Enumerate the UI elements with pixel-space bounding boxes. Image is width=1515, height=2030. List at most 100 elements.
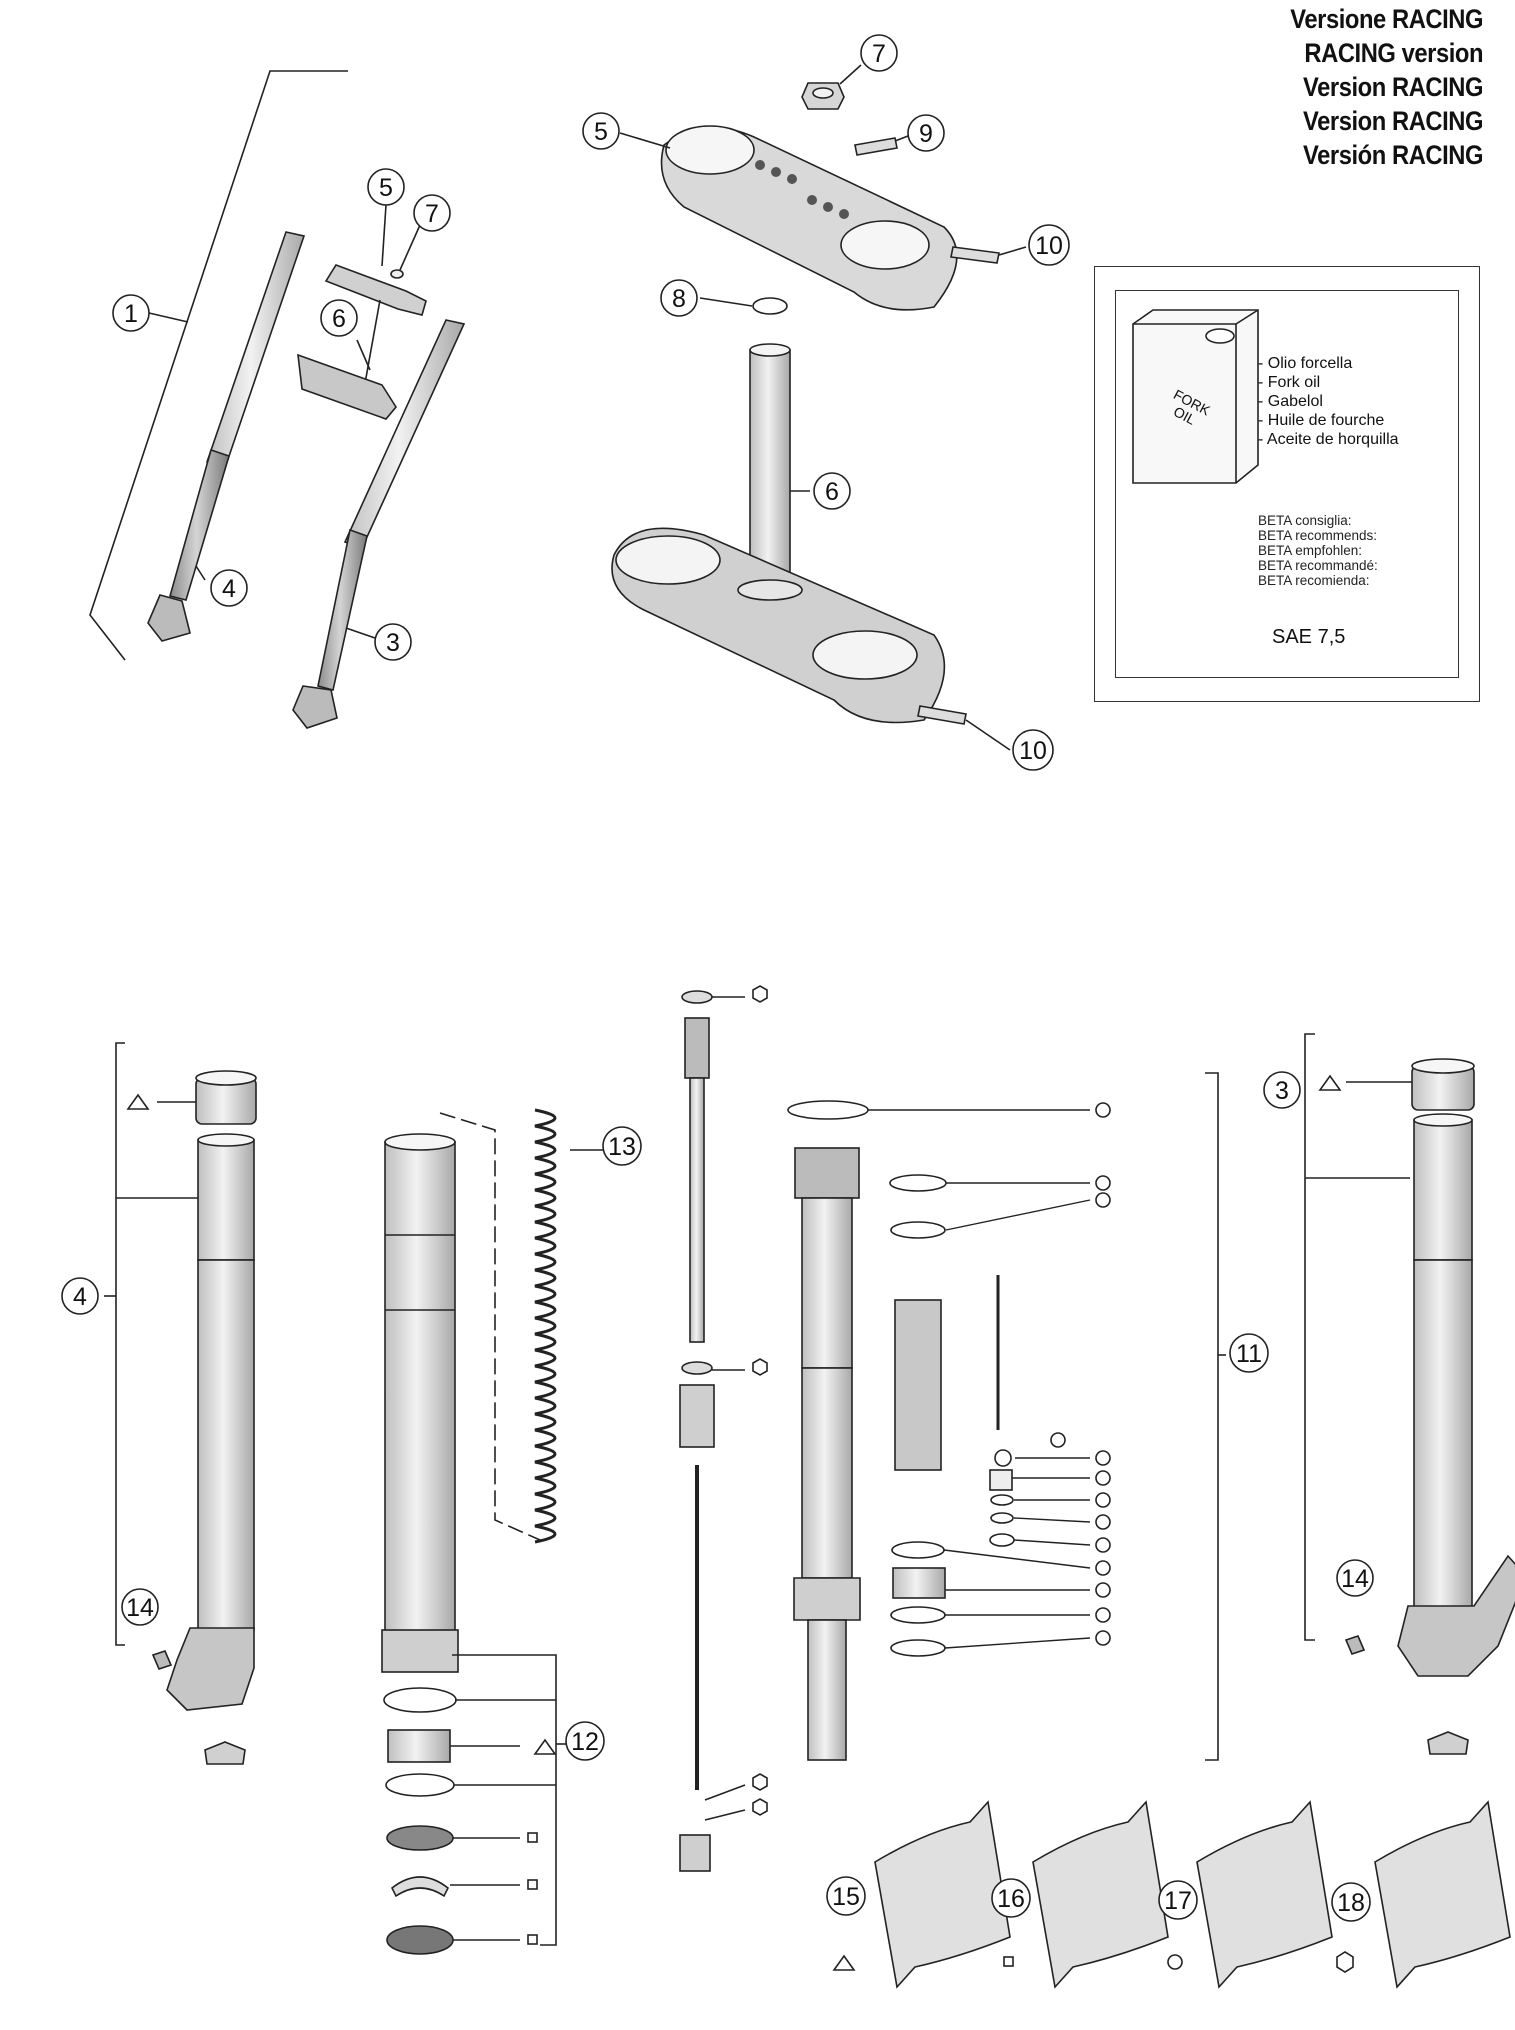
triangle-marker-3 <box>1318 1074 1342 1091</box>
callout-3-small: 3 <box>374 623 412 661</box>
seal-12 <box>386 1825 454 1851</box>
outer-tube <box>384 1141 456 1653</box>
hex-marker-18 <box>1336 1951 1354 1973</box>
ring-c <box>994 1449 1012 1467</box>
ring-e <box>890 1606 946 1624</box>
oil-name-es: - Aceite de horquilla <box>1258 431 1399 448</box>
svg-text:6: 6 <box>825 478 839 506</box>
hex-markers-damper <box>752 985 768 1816</box>
callout-6: 6 <box>813 472 851 510</box>
oil-can-cap <box>1205 328 1235 344</box>
callout-13: 13 <box>602 1126 642 1166</box>
leader-9 <box>894 135 909 142</box>
circle-marker-17 <box>1167 1954 1183 1970</box>
upper-clamp-bore-right <box>840 220 930 270</box>
damper-valve-stack <box>894 1299 942 1471</box>
callout-7-small: 7 <box>413 194 451 232</box>
version-de: Version RACING <box>1302 72 1483 102</box>
leader-10a <box>998 246 1027 256</box>
stem-top <box>749 343 791 357</box>
svg-text:5: 5 <box>594 118 608 146</box>
square-marker-b <box>527 1879 538 1890</box>
svg-text:15: 15 <box>832 1883 860 1911</box>
oil-name-en: - Fork oil <box>1258 374 1321 391</box>
clip-ring <box>383 1687 457 1713</box>
foot-nut-right <box>1427 1731 1469 1755</box>
damper-piston <box>679 1384 715 1448</box>
oil-can-label: FORK OIL <box>1170 386 1213 428</box>
leader-3a <box>345 627 376 639</box>
square-marker-a <box>527 1832 538 1843</box>
callout-17: 17 <box>1158 1880 1198 1920</box>
oil-name-fr: - Huile de fourche <box>1258 412 1385 429</box>
leader-8 <box>699 297 753 307</box>
upper-tube-left <box>197 1139 255 1261</box>
leg-4-exploded <box>104 1042 257 1765</box>
small-washer-b <box>990 1512 1014 1524</box>
svg-text:6: 6 <box>332 305 346 333</box>
version-heading: Versione RACING RACING version Version R… <box>1290 2 1483 172</box>
callout-5: 5 <box>582 112 620 150</box>
callout-14-left: 14 <box>121 1588 159 1626</box>
damper-head <box>684 1017 710 1079</box>
kit12-leaders <box>450 1699 556 1941</box>
circle-markers-11 <box>1050 1102 1111 1646</box>
washer-12 <box>385 1773 455 1797</box>
recommends-en: BETA recommends: <box>1258 528 1378 543</box>
right-axle-foot <box>292 685 338 729</box>
svg-text:10: 10 <box>1019 737 1047 765</box>
callout-5-small: 5 <box>367 168 405 206</box>
outer-tube-bottom <box>381 1629 459 1673</box>
oil-grade: SAE 7,5 <box>1272 626 1346 648</box>
square-marker-16 <box>1003 1956 1014 1967</box>
leader-7b <box>839 64 862 85</box>
leader-10b <box>965 719 1011 751</box>
callout-12: 12 <box>565 1721 605 1761</box>
triangle-marker-4 <box>126 1093 150 1110</box>
oil-name-list: - Olio forcella - Fork oil - Gabelol - H… <box>1258 354 1399 449</box>
small-bottom-clamp <box>297 353 397 420</box>
svg-text:16: 16 <box>997 1885 1025 1913</box>
small-clip <box>989 1533 1015 1547</box>
bolt-9 <box>854 137 898 156</box>
small-bush <box>989 1469 1013 1491</box>
svg-text:17: 17 <box>1164 1887 1192 1915</box>
upper-tube-right <box>1413 1119 1473 1261</box>
left-axle-foot <box>147 594 191 642</box>
triple-clamp-view <box>611 64 1027 751</box>
leg-3-exploded <box>1304 1033 1515 1755</box>
svg-text:4: 4 <box>222 575 236 603</box>
damper-cartridge <box>679 985 768 1872</box>
callout-7: 7 <box>860 34 898 72</box>
oil-name-it: - Olio forcella <box>1258 355 1353 372</box>
leader-1 <box>148 312 189 323</box>
ring-f <box>890 1639 946 1657</box>
svg-text:7: 7 <box>872 40 886 68</box>
callout-11: 11 <box>1229 1333 1269 1373</box>
version-fr: Version RACING <box>1302 106 1483 136</box>
callout-4-small: 4 <box>210 569 248 607</box>
inner-tube-upper <box>801 1197 853 1369</box>
svg-text:8: 8 <box>672 285 686 313</box>
spring-dashed-leader <box>439 1112 541 1541</box>
svg-text:13: 13 <box>608 1133 636 1161</box>
fork-cap <box>794 1147 860 1199</box>
callout-18: 18 <box>1331 1882 1371 1922</box>
callout-15: 15 <box>826 1876 866 1916</box>
bag-16 <box>1032 1800 1169 1989</box>
small-top-clamp <box>324 264 427 316</box>
callout-6-small: 6 <box>320 299 358 337</box>
bolt-10-upper <box>950 246 1000 264</box>
svg-text:5: 5 <box>379 174 393 202</box>
bag-18 <box>1374 1800 1511 1989</box>
ring-d <box>891 1541 945 1559</box>
svg-text:9: 9 <box>919 120 933 148</box>
upper-clamp-holes <box>755 160 849 219</box>
ring-b <box>890 1221 946 1239</box>
top-ring-11 <box>787 1100 869 1120</box>
bushing-11 <box>892 1567 946 1599</box>
damper-foot <box>679 1834 711 1872</box>
oil-recommendation-inner: FORK OIL - Olio forcella - Fork oil - Ga… <box>1115 290 1459 678</box>
kit11-leaders <box>943 1182 1091 1649</box>
